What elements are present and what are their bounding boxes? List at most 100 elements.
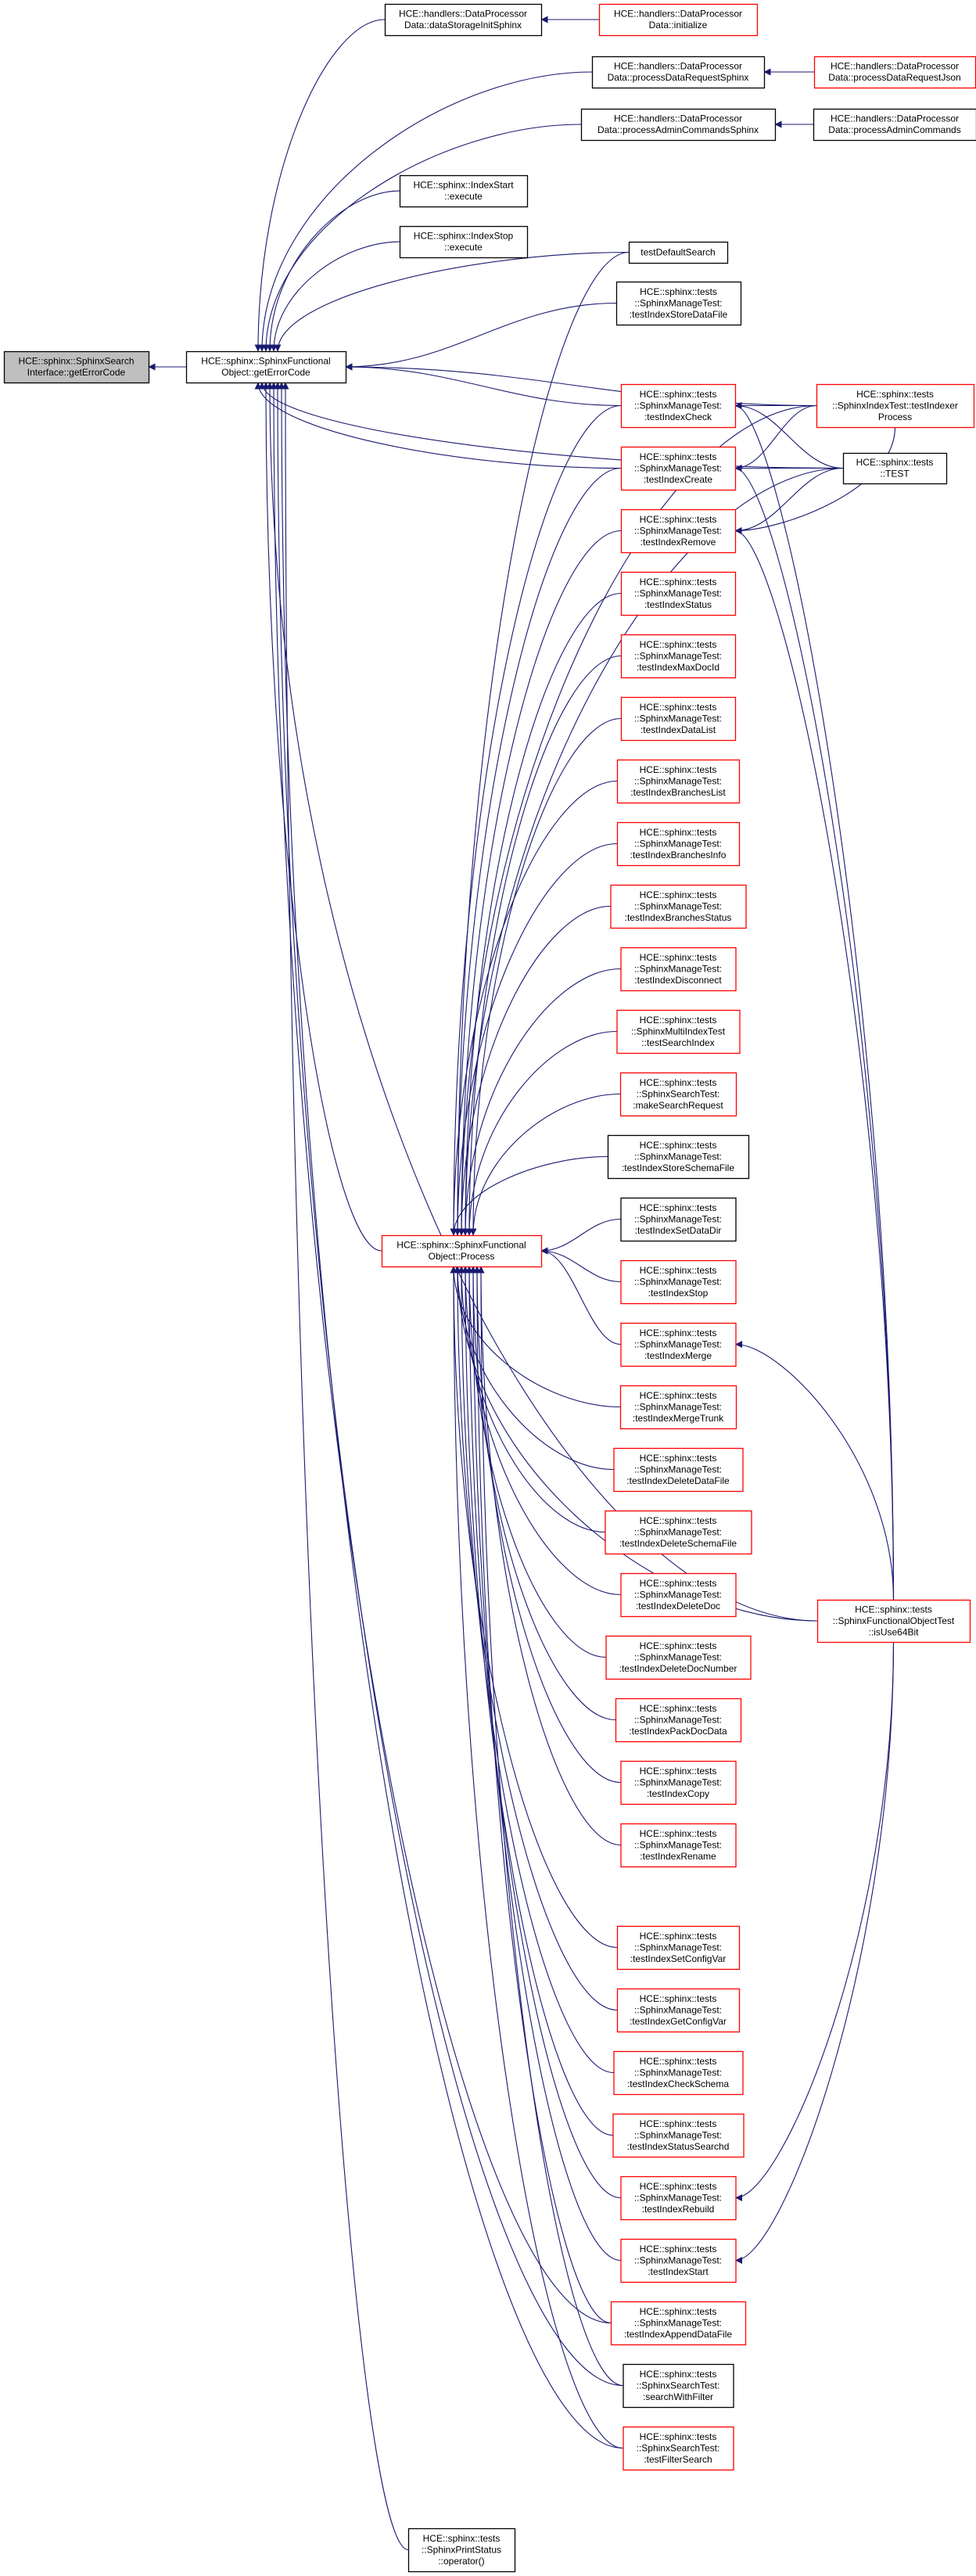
node-box[interactable] [620,1197,737,1242]
node-box[interactable] [605,1510,752,1555]
node-isuse64[interactable]: HCE::sphinx::tests::SphinxFunctionalObje… [816,1599,971,1644]
node-searchfilter[interactable]: HCE::sphinx::tests::SphinxSearchTest::se… [623,2363,734,2409]
node-box[interactable] [613,2050,744,2096]
node-box[interactable] [381,1234,543,1268]
node-tip[interactable]: HCE::sphinx::tests::SphinxIndexTest::tes… [816,383,975,429]
node-maxdocid[interactable]: HCE::sphinx::tests::SphinxManageTest::te… [620,634,737,679]
node-box[interactable] [620,446,737,491]
node-create[interactable]: HCE::sphinx::tests::SphinxManageTest::te… [620,446,737,491]
node-box[interactable] [816,1599,971,1644]
node-box[interactable] [620,1823,737,1868]
node-delschemafile[interactable]: HCE::sphinx::tests::SphinxManageTest::te… [605,1510,752,1555]
node-packdoc[interactable]: HCE::sphinx::tests::SphinxManageTest::te… [615,1698,742,1743]
node-box[interactable] [813,108,976,142]
node-box[interactable] [813,56,976,89]
node-box[interactable] [619,1385,737,1430]
node-box[interactable] [620,1259,737,1305]
node-box[interactable] [616,1009,741,1054]
node-box[interactable] [619,1072,737,1117]
node-box[interactable] [607,1134,750,1180]
node-remove[interactable]: HCE::sphinx::tests::SphinxManageTest::te… [620,508,737,554]
node-init[interactable]: HCE::handlers::DataProcessorData::initia… [598,3,759,37]
node-box[interactable] [605,1635,752,1680]
node-start[interactable]: HCE::sphinx::tests::SphinxManageTest::te… [620,2238,737,2283]
node-binfo[interactable]: HCE::sphinx::tests::SphinxManageTest::te… [616,821,741,867]
node-box[interactable] [620,571,737,616]
node-pdrs[interactable]: HCE::handlers::DataProcessorData::proces… [591,56,766,89]
node-istop[interactable]: HCE::sphinx::IndexStop::execute [399,225,529,259]
node-disconnect[interactable]: HCE::sphinx::tests::SphinxManageTest::te… [620,947,737,992]
node-box[interactable] [612,2113,745,2158]
node-printstatus[interactable]: HCE::sphinx::tests::SphinxPrintStatus::o… [407,2527,516,2573]
node-box[interactable] [615,281,742,326]
node-box[interactable] [610,2301,747,2346]
node-pdrj[interactable]: HCE::handlers::DataProcessorData::proces… [813,56,976,89]
node-box[interactable] [399,174,529,208]
node-tisdf[interactable]: HCE::sphinx::tests::SphinxManageTest::te… [615,281,742,326]
node-box[interactable] [842,452,948,485]
node-statussearchd[interactable]: HCE::sphinx::tests::SphinxManageTest::te… [612,2113,745,2158]
node-box[interactable] [620,1322,737,1367]
node-box[interactable] [616,759,741,804]
node-box[interactable] [620,2238,737,2283]
node-blist[interactable]: HCE::sphinx::tests::SphinxManageTest::te… [616,759,741,804]
node-mergetrunk[interactable]: HCE::sphinx::tests::SphinxManageTest::te… [619,1385,737,1430]
node-append[interactable]: HCE::sphinx::tests::SphinxManageTest::te… [610,2301,747,2346]
node-setconfig[interactable]: HCE::sphinx::tests::SphinxManageTest::te… [616,1925,741,1971]
node-check[interactable]: HCE::sphinx::tests::SphinxManageTest::te… [620,383,737,429]
node-box[interactable] [620,696,737,742]
node-stop[interactable]: HCE::sphinx::tests::SphinxManageTest::te… [620,1259,737,1305]
node-box[interactable] [598,3,759,37]
node-tds[interactable]: testDefaultSearch [628,241,729,264]
node-istart[interactable]: HCE::sphinx::IndexStart::execute [399,174,529,208]
node-box[interactable] [623,2426,734,2471]
node-box[interactable] [407,2527,516,2573]
node-copy[interactable]: HCE::sphinx::tests::SphinxManageTest::te… [620,1760,737,1805]
node-box[interactable] [616,821,741,867]
node-box[interactable] [620,1572,737,1618]
node-root[interactable]: HCE::sphinx::SphinxSearchInterface::getE… [3,350,150,384]
node-test[interactable]: HCE::sphinx::tests::TEST [842,452,948,485]
node-box[interactable] [816,383,975,429]
node-box[interactable] [620,508,737,554]
node-box[interactable] [620,383,737,429]
node-box[interactable] [3,350,150,384]
node-deldatafile[interactable]: HCE::sphinx::tests::SphinxManageTest::te… [613,1447,744,1493]
node-rebuild[interactable]: HCE::sphinx::tests::SphinxManageTest::te… [620,2175,737,2221]
node-process[interactable]: HCE::sphinx::SphinxFunctionalObject::Pro… [381,1234,543,1268]
node-merge[interactable]: HCE::sphinx::tests::SphinxManageTest::te… [620,1322,737,1367]
node-searchindex[interactable]: HCE::sphinx::tests::SphinxMultiIndexTest… [616,1009,741,1054]
node-getconfig[interactable]: HCE::sphinx::tests::SphinxManageTest::te… [616,1988,741,2033]
node-box[interactable] [384,3,543,37]
node-setdatadir[interactable]: HCE::sphinx::tests::SphinxManageTest::te… [620,1197,737,1242]
node-deldoc[interactable]: HCE::sphinx::tests::SphinxManageTest::te… [620,1572,737,1618]
node-makesearch[interactable]: HCE::sphinx::tests::SphinxSearchTest::ma… [619,1072,737,1117]
node-ge[interactable]: HCE::sphinx::SphinxFunctionalObject::get… [185,350,347,384]
node-deldocnum[interactable]: HCE::sphinx::tests::SphinxManageTest::te… [605,1635,752,1680]
node-pacs[interactable]: HCE::handlers::DataProcessorData::proces… [580,108,777,142]
node-box[interactable] [613,1447,744,1493]
node-storeschema[interactable]: HCE::sphinx::tests::SphinxManageTest::te… [607,1134,750,1180]
node-box[interactable] [620,947,737,992]
node-box[interactable] [615,1698,742,1743]
node-pac[interactable]: HCE::handlers::DataProcessorData::proces… [813,108,976,142]
node-bstatus[interactable]: HCE::sphinx::tests::SphinxManageTest::te… [610,884,747,929]
node-box[interactable] [620,2175,737,2221]
node-datalist[interactable]: HCE::sphinx::tests::SphinxManageTest::te… [620,696,737,742]
node-box[interactable] [580,108,777,142]
node-box[interactable] [620,1760,737,1805]
node-box[interactable] [399,225,529,259]
node-box[interactable] [610,884,747,929]
node-box[interactable] [628,241,729,264]
node-box[interactable] [185,350,347,384]
node-checkschema[interactable]: HCE::sphinx::tests::SphinxManageTest::te… [613,2050,744,2096]
node-filtersearch[interactable]: HCE::sphinx::tests::SphinxSearchTest::te… [623,2426,734,2471]
node-dsis[interactable]: HCE::handlers::DataProcessorData::dataSt… [384,3,543,37]
node-box[interactable] [591,56,766,89]
node-rename[interactable]: HCE::sphinx::tests::SphinxManageTest::te… [620,1823,737,1868]
node-status[interactable]: HCE::sphinx::tests::SphinxManageTest::te… [620,571,737,616]
node-box[interactable] [620,634,737,679]
node-box[interactable] [616,1988,741,2033]
node-box[interactable] [623,2363,734,2409]
node-box[interactable] [616,1925,741,1971]
